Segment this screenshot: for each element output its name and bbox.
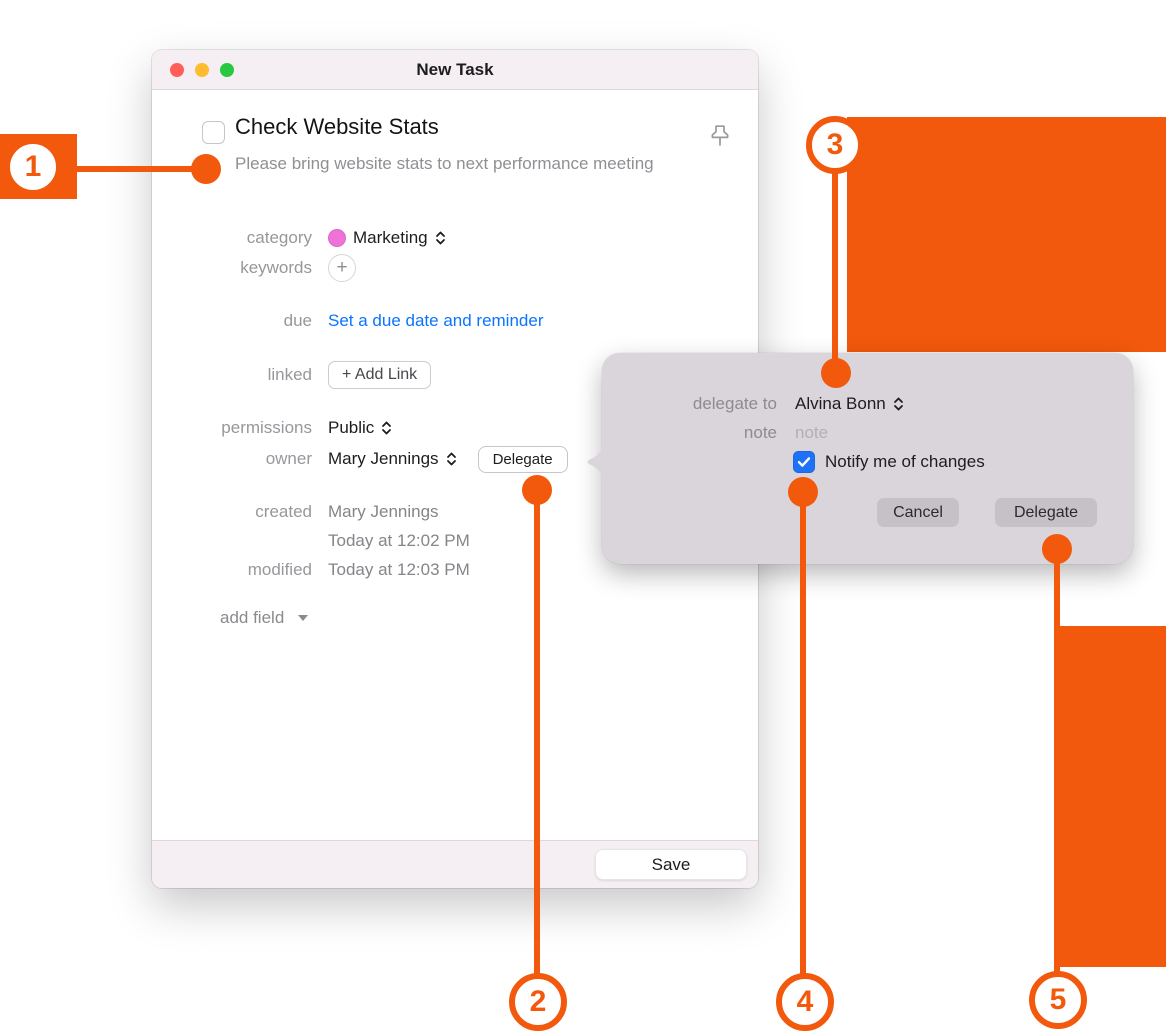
traffic-lights [170,63,234,77]
window-footer: Save [152,840,758,888]
category-dropdown[interactable]: Marketing [328,228,446,248]
popover-delegate-button[interactable]: Delegate [995,498,1097,527]
notify-checkbox[interactable] [793,451,815,473]
field-label: owner [265,449,312,468]
callout-3-line [832,145,838,373]
cancel-button[interactable]: Cancel [877,498,959,527]
category-value: Marketing [353,228,428,247]
field-label: category [246,228,312,247]
field-row-due: due Set a due date and reminder [152,307,758,335]
delegate-to-value: Alvina Bonn [795,394,886,413]
task-note-field[interactable]: Please bring website stats to next perfo… [235,154,654,173]
delegate-to-dropdown[interactable]: Alvina Bonn [795,394,904,414]
field-row-created: created Mary Jennings [152,498,758,526]
callout-4-line [800,492,806,1002]
field-row-add-field: add field [152,604,758,632]
field-label: linked [267,365,312,384]
close-button[interactable] [170,63,184,77]
field-row-category: category Marketing [152,224,758,252]
chevron-updown-icon [446,452,456,466]
callout-1-badge: 1 [4,138,62,196]
note-input[interactable]: note [795,423,829,442]
owner-value: Mary Jennings [328,449,439,468]
callout-5-badge: 5 [1029,971,1087,1029]
callout-5-dot [1042,534,1072,564]
popover-tail [587,440,603,484]
add-field-dropdown[interactable]: add field [220,608,309,628]
callout-4-badge: 4 [776,973,834,1031]
callout-5-line [1054,549,1060,1000]
field-label: modified [247,560,312,579]
callout-2-badge: 2 [509,973,567,1031]
field-row-keywords: keywords + [152,254,758,282]
highlight-block-bottom-right [1057,626,1166,967]
chevron-updown-icon [435,231,445,245]
popover-field-label: delegate to [692,394,777,413]
save-button[interactable]: Save [595,849,747,880]
field-row-modified: modified Today at 12:03 PM [152,556,758,584]
field-label: due [283,311,312,330]
callout-2-dot [522,475,552,505]
task-complete-checkbox[interactable] [202,121,225,144]
permissions-value: Public [328,418,375,437]
created-by-value: Mary Jennings [328,502,439,521]
task-title-field[interactable]: Check Website Stats [235,114,439,139]
callout-3-dot [821,358,851,388]
field-label: keywords [240,258,312,277]
highlight-block-top-right [847,117,1166,352]
set-due-date-link[interactable]: Set a due date and reminder [328,311,544,330]
callout-1-line [33,166,206,172]
delegate-popover: delegate to Alvina Bonn note note Notify… [587,353,1133,564]
owner-dropdown[interactable]: Mary Jennings [328,449,457,469]
chevron-updown-icon [382,421,392,435]
chevron-updown-icon [893,397,903,411]
checkbox-check-icon [797,457,811,467]
window-titlebar: New Task [152,50,758,90]
add-field-caret-icon [298,615,309,621]
field-label: created [255,502,312,521]
zoom-button[interactable] [220,63,234,77]
popover-field-label: note [743,423,777,442]
field-row-linked: linked + Add Link [152,361,758,389]
add-link-button[interactable]: + Add Link [328,361,432,389]
field-row-created-time: Today at 12:02 PM [152,527,758,555]
category-color-dot-icon [328,229,346,247]
add-keyword-button[interactable]: + [328,254,356,282]
minimize-button[interactable] [195,63,209,77]
notify-checkbox-label: Notify me of changes [825,452,985,471]
popover-row-note: note note [602,419,1133,447]
add-field-label: add field [220,608,285,627]
permissions-dropdown[interactable]: Public [328,418,392,438]
created-time-value: Today at 12:02 PM [328,531,470,550]
popover-row-notify: Notify me of changes [602,449,1133,475]
field-row-permissions: permissions Public [152,414,758,442]
delegate-button[interactable]: Delegate [477,445,568,473]
pin-icon[interactable] [709,124,731,152]
window-title: New Task [416,60,494,79]
callout-1-dot [191,154,221,184]
callout-4-dot [788,477,818,507]
callout-2-line [534,490,540,1002]
callout-3-badge: 3 [806,116,864,174]
modified-time-value: Today at 12:03 PM [328,560,470,579]
field-row-owner: owner Mary Jennings Delegate [152,445,758,473]
popover-row-delegate-to: delegate to Alvina Bonn [602,390,1133,418]
field-label: permissions [221,418,312,437]
